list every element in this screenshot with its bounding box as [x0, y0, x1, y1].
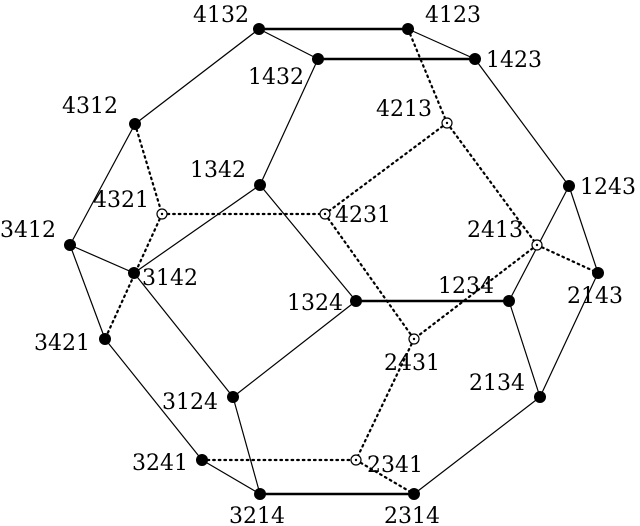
nodes: [64, 23, 604, 500]
edge-4312-3412: [69, 123, 136, 246]
vertex-1432: [312, 53, 324, 65]
vertex-label-1243: 1243: [580, 175, 636, 200]
vertex-label-3142: 3142: [142, 266, 198, 291]
edge-2134-2314: [413, 396, 541, 495]
edge-1342-3142: [133, 184, 261, 274]
vertex-label-3421: 3421: [34, 331, 90, 356]
edge-4123-1423: [407, 28, 476, 60]
vertex-label-4312: 4312: [62, 94, 118, 119]
vertex-label-2134: 2134: [469, 371, 525, 396]
vertex-label-3214: 3214: [229, 504, 285, 526]
vertex-label-3412: 3412: [0, 218, 56, 243]
hidden-vertex-center-dot: [535, 243, 539, 247]
labels: 4132 4123 1432 1423 4312 4213 1342 4321 4231 1243…: [0, 3, 636, 526]
vertex-label-2314: 2314: [384, 504, 440, 526]
edge-4213-4231: [323, 121, 449, 216]
vertex-label-4213: 4213: [376, 97, 432, 122]
vertex-3142: [128, 267, 140, 279]
vertex-label-1324: 1324: [287, 291, 343, 316]
vertex-3214: [254, 488, 266, 500]
vertex-label-4132: 4132: [193, 3, 249, 28]
edge-2341-2314: [354, 458, 416, 496]
hidden-vertex-center-dot: [160, 212, 164, 216]
edge-3241-3214: [201, 459, 261, 495]
vertex-2143: [592, 267, 604, 279]
edge-4123-4213: [406, 27, 449, 125]
vertex-4132: [253, 23, 265, 35]
vertex-2134: [534, 391, 546, 403]
vertex-3124: [227, 391, 239, 403]
vertex-label-2413: 2413: [467, 218, 523, 243]
hidden-vertex-center-dot: [323, 212, 327, 216]
vertex-3412: [64, 239, 76, 251]
vertex-label-1234: 1234: [438, 274, 494, 299]
edge-2413-2143: [535, 243, 600, 275]
vertex-label-3124: 3124: [162, 390, 218, 415]
vertex-3241: [196, 454, 208, 466]
edge-4132-1432: [258, 28, 319, 60]
edge-3124-3214: [232, 396, 261, 495]
edge-3412-3142: [69, 244, 135, 274]
edge-3412-3421: [69, 244, 106, 340]
edge-2143-2134: [539, 272, 599, 398]
vertex-1234: [503, 295, 515, 307]
vertex-label-2143: 2143: [567, 284, 623, 309]
vertex-1324: [350, 295, 362, 307]
edge-1324-3124: [232, 300, 357, 398]
vertex-1342: [254, 179, 266, 191]
edge-4132-4312: [134, 28, 260, 125]
vertex-4123: [402, 23, 414, 35]
vertex-1243: [563, 180, 575, 192]
vertex-4312: [129, 118, 141, 130]
vertex-2314: [408, 488, 420, 500]
edge-1432-1342: [259, 58, 319, 186]
vertex-label-4123: 4123: [425, 3, 481, 28]
vertex-label-1432: 1432: [248, 65, 304, 90]
vertex-label-2341: 2341: [367, 453, 423, 478]
edge-4312-4321: [133, 122, 164, 216]
edge-1234-2134: [508, 300, 541, 398]
vertex-label-1342: 1342: [190, 158, 246, 183]
hidden-vertex-center-dot: [445, 121, 449, 125]
vertex-label-4321: 4321: [93, 188, 149, 213]
edge-1423-1243: [474, 58, 570, 187]
hidden-vertex-center-dot: [354, 458, 358, 462]
edge-4231-2431: [323, 212, 416, 341]
vertex-3421: [99, 333, 111, 345]
edge-1243-2143: [568, 185, 599, 274]
vertex-1423: [469, 53, 481, 65]
edge-2413-2431: [412, 243, 539, 341]
edge-3421-3241: [104, 338, 203, 461]
hidden-vertex-center-dot: [412, 337, 416, 341]
vertex-label-2431: 2431: [384, 351, 440, 376]
edges: [69, 27, 600, 496]
edge-3142-3124: [133, 272, 234, 398]
vertex-label-4231: 4231: [335, 203, 391, 228]
edge-1342-1324: [259, 184, 357, 302]
vertex-label-1423: 1423: [486, 48, 542, 73]
vertex-label-3241: 3241: [132, 451, 188, 476]
edge-2431-2341: [354, 337, 416, 462]
